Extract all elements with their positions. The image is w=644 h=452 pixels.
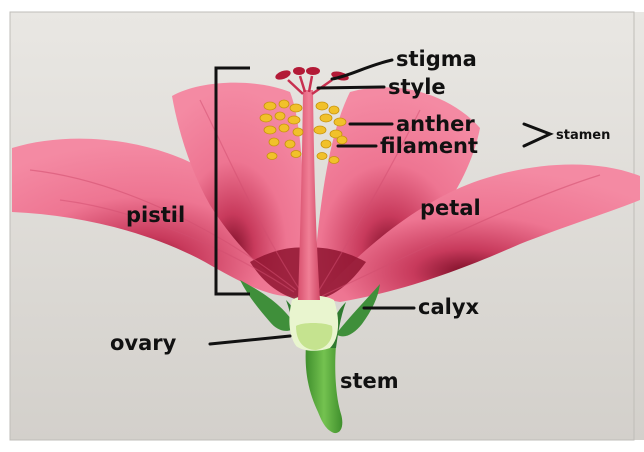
label-ovary: ovary	[110, 331, 177, 355]
label-style: style	[388, 75, 446, 99]
label-stigma: stigma	[396, 47, 477, 71]
label-pistil: pistil	[126, 203, 185, 227]
label-filament: filament	[380, 134, 478, 158]
label-calyx: calyx	[418, 295, 480, 319]
label-stamen: stamen	[556, 128, 610, 143]
label-petal: petal	[420, 196, 481, 220]
label-stem: stem	[340, 369, 399, 393]
style-line	[318, 87, 384, 88]
label-anther: anther	[396, 112, 475, 136]
